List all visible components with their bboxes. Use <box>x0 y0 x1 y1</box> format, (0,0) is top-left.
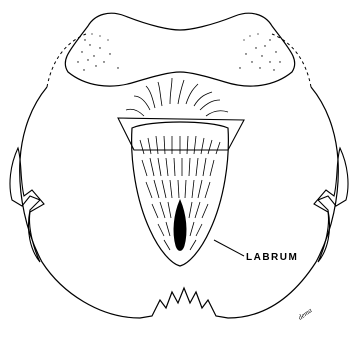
labrum-label: LABRUM <box>246 252 298 263</box>
clypeus-sclerite <box>65 13 295 86</box>
left-lateral-process <box>10 148 44 262</box>
labrum-leader-line <box>214 240 244 256</box>
clypeus-stipple <box>77 33 280 70</box>
head-outline-dashed <box>47 34 86 87</box>
artist-signature: dema <box>297 306 314 322</box>
labrum-central-slit <box>174 200 186 251</box>
labrum-base-plate <box>118 118 244 150</box>
head-outline-dashed-right <box>272 34 311 87</box>
right-lateral-process <box>314 148 348 262</box>
